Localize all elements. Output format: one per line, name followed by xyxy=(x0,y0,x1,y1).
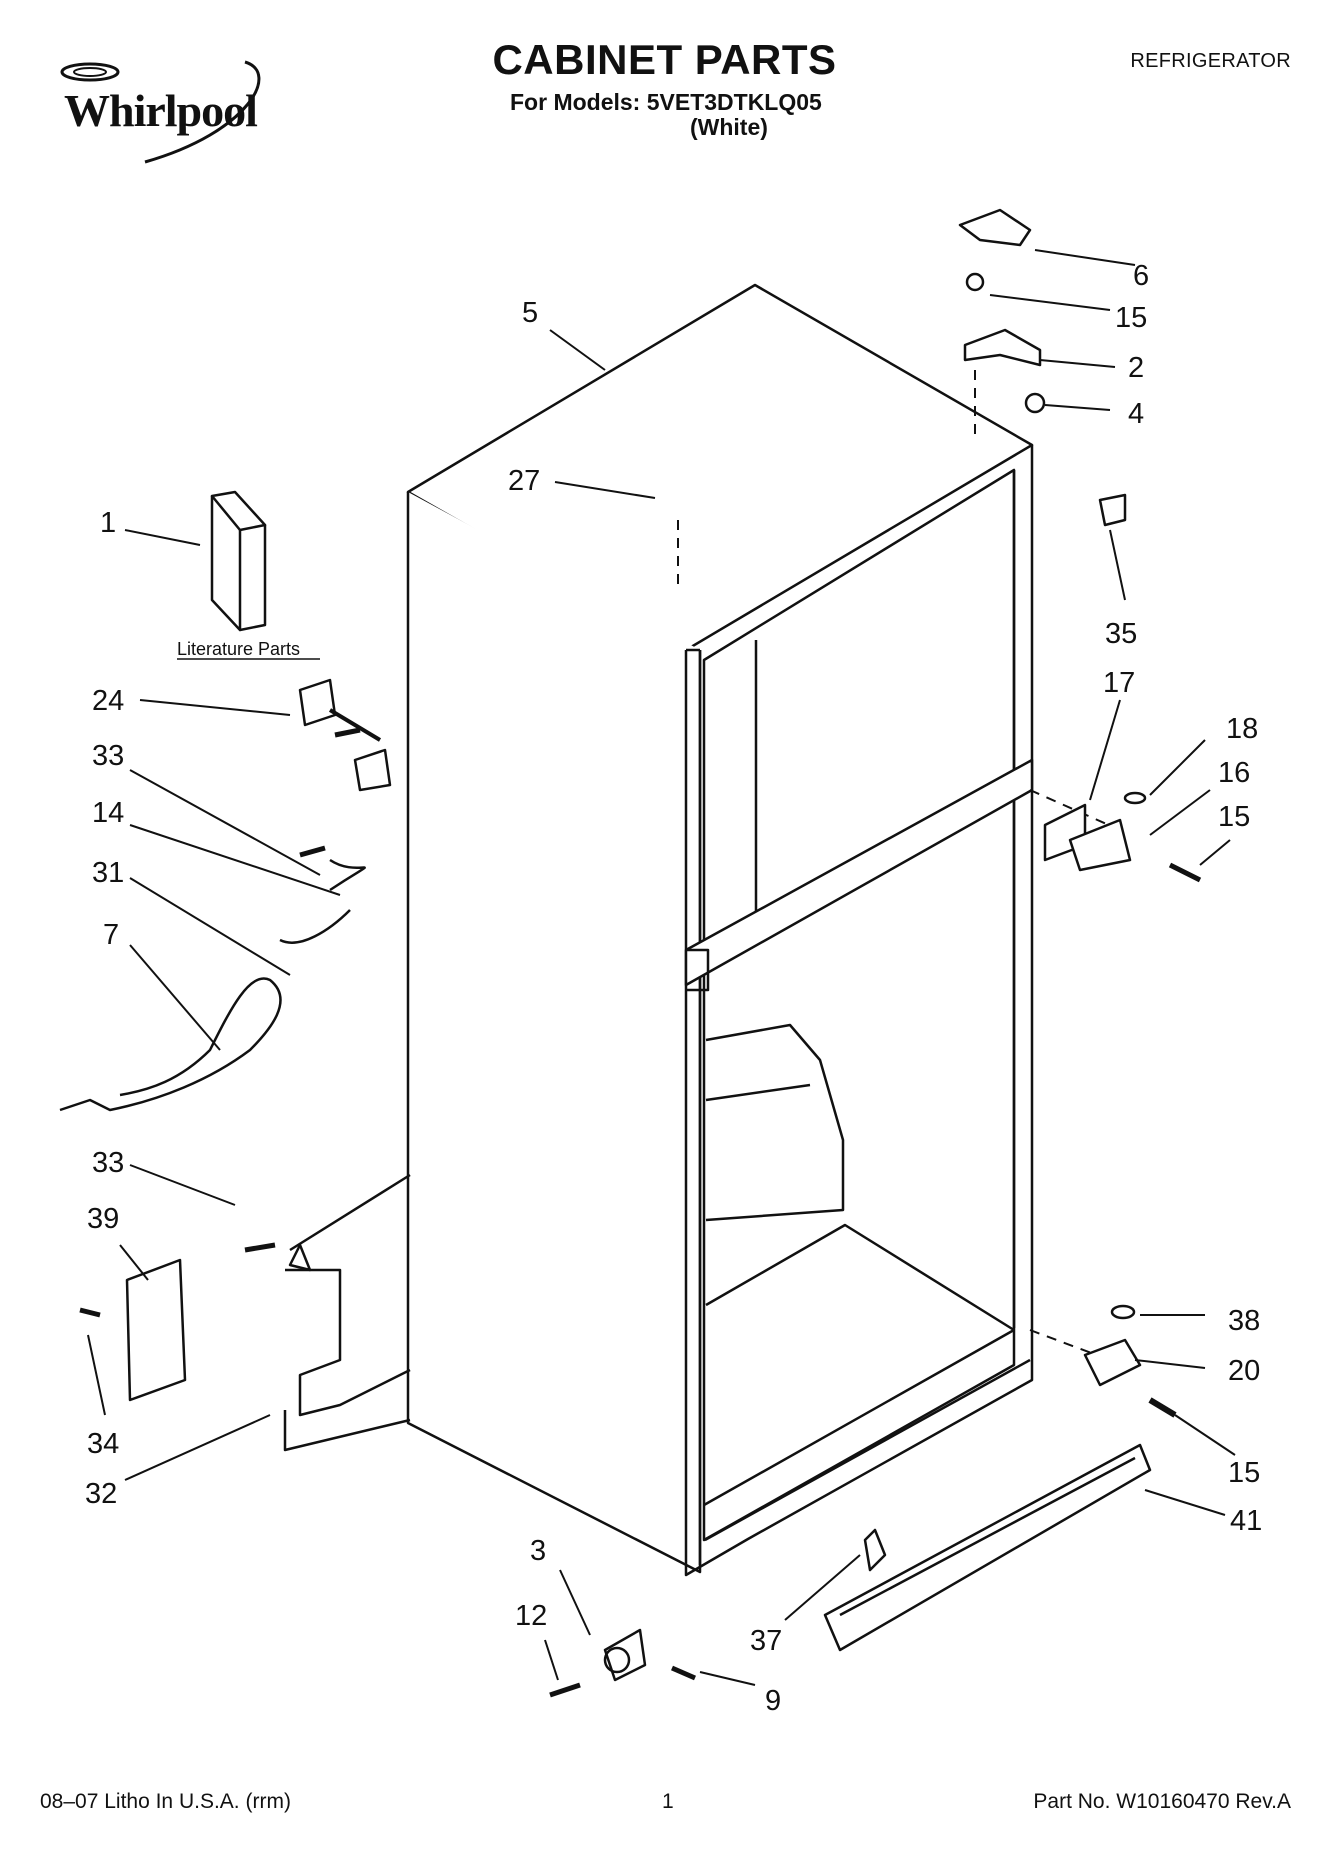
callout-35: 35 xyxy=(1105,618,1137,650)
top-hinge-icon xyxy=(958,208,1127,527)
callout-18: 18 xyxy=(1226,713,1258,745)
bottom-hinge-icon xyxy=(1083,1304,1177,1418)
center-hinge-icon xyxy=(1043,791,1202,883)
footer-print-info: 08–07 Litho In U.S.A. (rrm) xyxy=(40,1790,291,1813)
page-title: CABINET PARTS xyxy=(492,36,837,83)
callout-39: 39 xyxy=(87,1203,119,1235)
callout-34: 34 xyxy=(87,1428,119,1460)
brand-name: Whirlpool xyxy=(64,85,258,136)
callout-7: 7 xyxy=(103,919,119,951)
callout-37: 37 xyxy=(750,1625,782,1657)
callout-14: 14 xyxy=(92,797,124,829)
part-number: Part No. W10160470 Rev.A xyxy=(1033,1790,1291,1813)
callout-32: 32 xyxy=(85,1478,117,1510)
callout-24: 24 xyxy=(92,685,124,717)
callout-9: 9 xyxy=(765,1685,781,1717)
callout-33-lower: 33 xyxy=(92,1147,124,1179)
callout-38: 38 xyxy=(1228,1305,1260,1337)
toe-grille-icon xyxy=(823,1443,1152,1652)
callout-4: 4 xyxy=(1128,398,1144,430)
callout-27: 27 xyxy=(508,465,540,497)
cabinet-body xyxy=(406,283,1034,1577)
model-line: For Models: 5VET3DTKLQ05 xyxy=(510,89,822,115)
color-variant: (White) xyxy=(690,114,768,140)
side-parts-icon xyxy=(59,678,411,1452)
callout-41: 41 xyxy=(1230,1505,1262,1537)
callout-15-top: 15 xyxy=(1115,302,1147,334)
callout-5: 5 xyxy=(522,297,538,329)
literature-booklet-icon xyxy=(210,490,267,632)
callout-6: 6 xyxy=(1133,260,1149,292)
callout-20: 20 xyxy=(1228,1355,1260,1387)
whirlpool-logo: Whirlpool xyxy=(50,52,280,172)
callout-33-upper: 33 xyxy=(92,740,124,772)
appliance-category: REFRIGERATOR xyxy=(1130,50,1291,72)
swirl-icon xyxy=(60,60,261,164)
roller-bracket-icon xyxy=(549,1528,887,1698)
callout-1: 1 xyxy=(100,507,116,539)
callout-31: 31 xyxy=(92,857,124,889)
callout-15-mid: 15 xyxy=(1218,801,1250,833)
callout-2: 2 xyxy=(1128,352,1144,384)
callout-17: 17 xyxy=(1103,667,1135,699)
literature-parts-label: Literature Parts xyxy=(177,639,300,659)
callout-3: 3 xyxy=(530,1535,546,1567)
callout-12: 12 xyxy=(515,1600,547,1632)
page-number: 1 xyxy=(662,1790,674,1813)
callout-16: 16 xyxy=(1218,757,1250,789)
callout-15-bottom: 15 xyxy=(1228,1457,1260,1489)
